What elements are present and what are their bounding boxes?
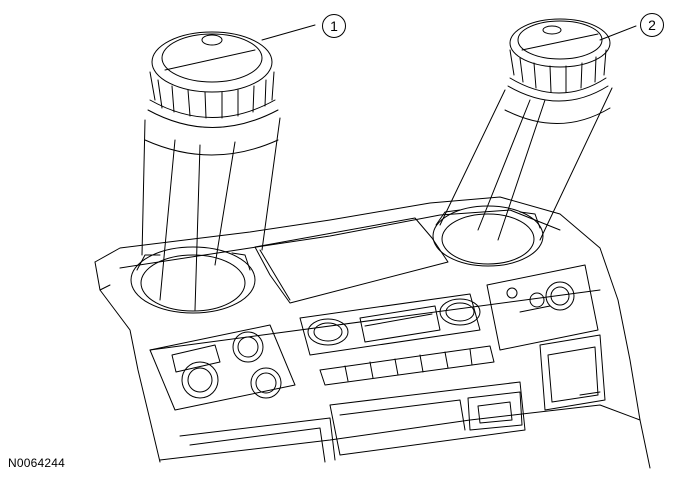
instrument-panel (94, 196, 651, 469)
left-control-cluster (149, 324, 296, 411)
right-air-vent (439, 18, 637, 241)
left-air-vent (141, 24, 316, 311)
right-control-panel (486, 264, 599, 351)
figure-id: N0064244 (8, 456, 65, 470)
left-vent-opening (130, 246, 256, 314)
climate-control-module (299, 293, 495, 386)
callout-1: 1 (322, 14, 346, 38)
right-vent-opening (432, 205, 544, 267)
callout-2: 2 (640, 13, 664, 37)
